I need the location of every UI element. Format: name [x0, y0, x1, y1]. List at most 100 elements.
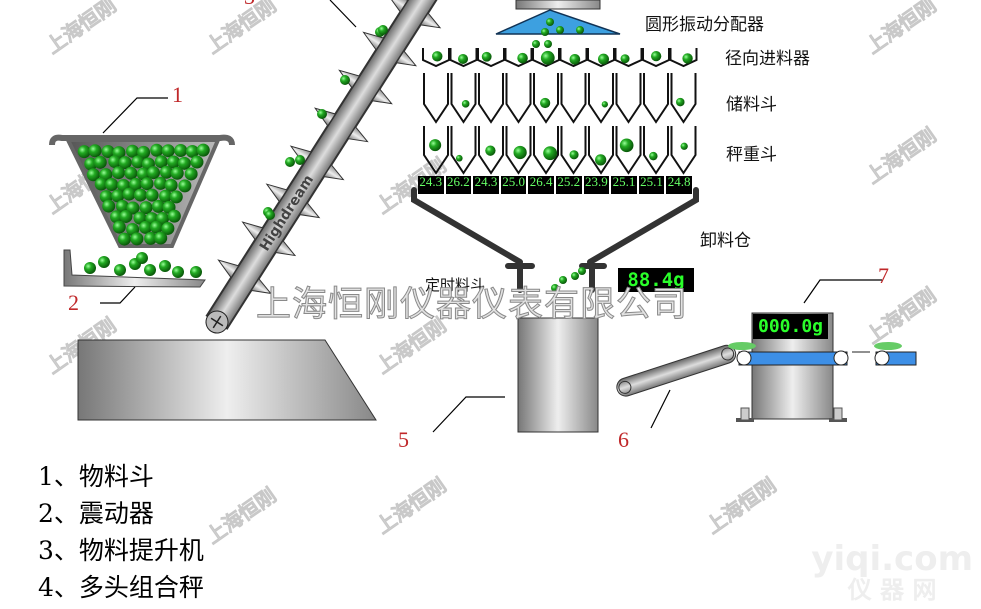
product-ball	[680, 142, 688, 150]
product-ball	[161, 221, 175, 235]
product-ball	[532, 40, 540, 48]
product-ball	[159, 260, 171, 272]
legend: 1、物料斗 2、震动器 3、物料提升机 4、多头组合秤	[38, 458, 204, 606]
callout-7: 7	[878, 263, 889, 288]
elevator-flight	[419, 12, 442, 29]
product-ball	[559, 276, 567, 284]
product-ball	[540, 50, 555, 65]
product-ball	[578, 267, 586, 275]
product-ball	[378, 25, 388, 35]
product-ball	[601, 101, 608, 108]
callout-3: 3	[244, 0, 255, 10]
label-radial-feeder: 径向进料器	[725, 49, 810, 69]
label-weigh-hopper: 秤重斗	[726, 145, 777, 165]
product-ball	[125, 144, 139, 158]
elevator-flight	[395, 50, 418, 67]
radial-feeder	[587, 48, 615, 68]
product-ball	[84, 262, 96, 274]
weigh-hopper	[588, 126, 614, 175]
radial-feeder	[642, 48, 670, 68]
product-ball	[461, 100, 470, 108]
weigh-hopper	[533, 126, 559, 175]
label-timing-hopper: 定时料斗	[425, 276, 486, 294]
product-ball	[124, 166, 138, 180]
bucket-elevator	[205, 0, 444, 334]
weigh-readings: 24.3 26.2 24.3 25.0 26.4 25.2 23.9 25.1 …	[418, 175, 692, 194]
weigh-reading: 23.9	[583, 175, 610, 194]
product-ball	[167, 155, 181, 169]
storage-hopper	[643, 73, 669, 124]
product-ball	[147, 166, 161, 180]
product-ball	[540, 97, 551, 109]
product-ball	[174, 143, 188, 157]
elevator-flight	[217, 259, 240, 279]
weigh-reading: 25.0	[500, 175, 527, 194]
weigh-reading: 25.2	[555, 175, 582, 194]
product-ball	[185, 144, 199, 158]
radial-feeder	[449, 48, 478, 68]
weigh-hopper	[450, 126, 477, 175]
radial-feeder	[477, 48, 505, 68]
product-ball	[122, 187, 136, 201]
product-ball	[571, 272, 579, 280]
product-ball	[86, 168, 100, 182]
weigh-reading: 24.8	[666, 175, 692, 194]
material-hopper	[49, 134, 235, 278]
product-ball	[112, 220, 126, 234]
product-ball	[84, 157, 98, 171]
radial-feeder	[504, 48, 533, 68]
storage-hopper	[450, 73, 477, 124]
product-ball	[458, 53, 469, 64]
product-ball	[144, 231, 158, 245]
product-ball	[77, 145, 91, 159]
product-ball	[595, 154, 607, 166]
base-platform	[77, 339, 377, 421]
product-ball	[136, 167, 150, 181]
callout-6: 6	[618, 427, 629, 452]
product-ball	[569, 150, 579, 160]
legend-item: 3、物料提升机	[38, 536, 204, 565]
product-ball	[285, 157, 295, 167]
bagging-machine	[517, 317, 599, 433]
callout-2: 2	[68, 290, 79, 315]
product-ball	[133, 188, 147, 202]
product-ball	[164, 178, 178, 192]
elevator-flight	[241, 221, 264, 241]
label-distributor: 圆形振动分配器	[645, 15, 764, 35]
product-ball	[543, 146, 558, 161]
elevator-flight	[250, 277, 272, 295]
product-ball	[136, 252, 148, 264]
radial-feeder	[422, 48, 450, 68]
product-ball	[576, 26, 584, 34]
discharge-chute	[411, 187, 699, 293]
elevator-flight	[371, 88, 393, 105]
product-ball	[112, 166, 126, 180]
legend-item: 1、物料斗	[38, 462, 154, 491]
elevator-flight	[386, 0, 409, 13]
radial-feeder	[532, 48, 560, 68]
label-storage-hopper: 储料斗	[726, 95, 777, 115]
product-ball	[190, 155, 204, 169]
elevator-flight	[289, 145, 312, 165]
weigh-reading: 25.1	[611, 175, 637, 194]
product-ball	[170, 166, 184, 180]
product-ball	[108, 155, 122, 169]
callout-5: 5	[398, 427, 409, 452]
radial-feeder	[614, 48, 643, 68]
product-ball	[151, 199, 165, 213]
product-ball	[556, 26, 564, 34]
product-ball	[139, 201, 153, 215]
product-ball	[190, 266, 202, 278]
product-ball	[196, 143, 210, 157]
storage-hopper	[615, 73, 642, 124]
product-ball	[184, 167, 198, 181]
product-ball	[111, 189, 125, 203]
radial-feeder	[669, 48, 698, 68]
radial-feeder	[559, 48, 588, 68]
product-ball	[649, 151, 658, 161]
product-ball	[517, 52, 528, 64]
product-ball	[340, 75, 350, 85]
product-ball	[682, 53, 693, 64]
product-ball	[178, 179, 192, 193]
product-ball	[139, 220, 153, 234]
